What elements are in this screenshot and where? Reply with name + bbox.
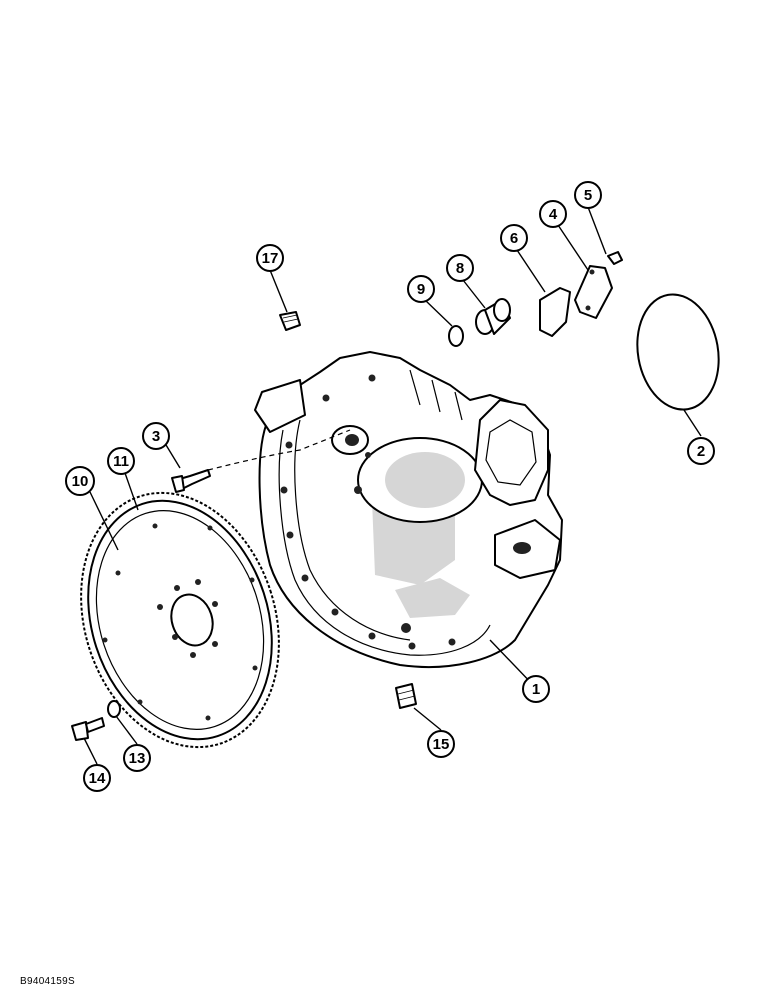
callout-15: 15 (427, 730, 455, 758)
bolt-3 (171, 469, 211, 493)
svg-text:8: 8 (456, 260, 464, 277)
svg-text:6: 6 (510, 230, 518, 247)
assembly-line-bolt-3 (207, 429, 351, 471)
flywheel-housing (254, 351, 563, 668)
callout-8: 8 (446, 254, 474, 282)
svg-text:11: 11 (113, 453, 129, 470)
callout-10: 10 (65, 466, 95, 496)
svg-text:5: 5 (584, 187, 592, 204)
callout-1: 1 (522, 675, 550, 703)
plug-15 (395, 683, 417, 709)
callout-2: 2 (687, 437, 715, 465)
o-ring-2 (636, 293, 720, 411)
callout-3: 3 (142, 422, 170, 450)
svg-text:17: 17 (262, 250, 279, 267)
svg-text:13: 13 (129, 750, 146, 767)
drawing-id: B9404159S (20, 976, 75, 987)
svg-text:3: 3 (152, 428, 160, 445)
callout-4: 4 (539, 200, 567, 228)
svg-text:10: 10 (72, 473, 89, 490)
svg-text:4: 4 (549, 206, 558, 223)
svg-text:14: 14 (89, 770, 106, 787)
sleeve-8 (475, 298, 511, 335)
callout-9: 9 (407, 275, 435, 303)
svg-text:2: 2 (697, 443, 705, 460)
svg-text:1: 1 (532, 681, 540, 698)
callout-14: 14 (83, 764, 111, 792)
o-ring-9 (448, 325, 464, 347)
callout-13: 13 (123, 744, 151, 772)
washer-13 (107, 700, 121, 718)
svg-text:15: 15 (433, 736, 450, 753)
gasket-6 (539, 287, 571, 337)
leader-lines (83, 206, 702, 765)
cover-4 (574, 265, 613, 319)
callout-11: 11 (107, 447, 135, 475)
svg-text:9: 9 (417, 281, 425, 298)
flywheel-ring-gear (80, 491, 280, 749)
plug-17 (279, 311, 301, 331)
callout-6: 6 (500, 224, 528, 252)
bolt-14 (71, 717, 105, 741)
callout-5: 5 (574, 181, 602, 209)
callout-17: 17 (256, 244, 284, 272)
screw-5 (607, 251, 623, 265)
